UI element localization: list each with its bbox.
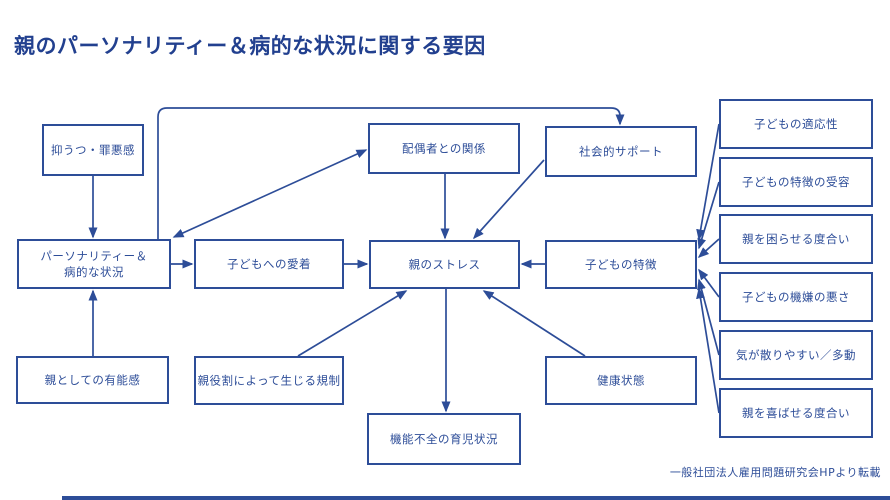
node-box-attachment (194, 239, 344, 289)
node-label-role: 親役割によって生じる規制 (197, 374, 340, 388)
node-label-dysfunction: 機能不全の育児状況 (390, 432, 498, 446)
node-label-health: 健康状態 (597, 374, 645, 388)
node-box-distract (719, 330, 873, 380)
node-distract: 気が散りやすい／多動 (719, 330, 873, 380)
node-label-attachment: 子どもへの愛着 (227, 257, 311, 271)
node-label-troubling: 親を困らせる度合い (742, 232, 850, 246)
edge-personality-social (157, 107, 625, 239)
node-box-social (545, 126, 697, 177)
node-box-childchar (545, 240, 697, 289)
node-box-dysfunction (367, 413, 521, 465)
node-label-adaptability: 子どもの適応性 (754, 117, 838, 131)
node-personality: パーソナリティー＆病的な状況 (17, 239, 171, 289)
page-title: 親のパーソナリティー＆病的な状況に関する要因 (14, 34, 486, 58)
bottom-bar (62, 496, 890, 500)
node-label-pleasing: 親を喜ばせる度合い (742, 406, 850, 420)
node-childchar: 子どもの特徴 (545, 240, 697, 289)
node-box-role (194, 356, 344, 405)
node-spouse: 配偶者との関係 (368, 123, 520, 174)
edge-role-stress (297, 290, 408, 357)
node-box-depression (42, 124, 144, 176)
node-box-personality (17, 239, 171, 289)
node-box-troubling (719, 214, 873, 264)
edge-personality-spouse (172, 149, 368, 238)
node-label-acceptance: 子どもの特徴の受容 (742, 175, 850, 189)
node-box-pleasing (719, 388, 873, 438)
node-label-childchar: 子どもの特徴 (585, 258, 657, 272)
node-label-moodiness: 子どもの機嫌の悪さ (742, 290, 850, 304)
node-dysfunction: 機能不全の育児状況 (367, 413, 521, 465)
node-stress: 親のストレス (369, 240, 520, 289)
node-troubling: 親を困らせる度合い (719, 214, 873, 264)
edge-health-stress (482, 290, 586, 357)
node-box-moodiness (719, 272, 873, 322)
node-moodiness: 子どもの機嫌の悪さ (719, 272, 873, 322)
node-box-competence (16, 356, 169, 404)
node-social: 社会的サポート (545, 126, 697, 177)
node-attachment: 子どもへの愛着 (194, 239, 344, 289)
edge-distract-childchar (697, 278, 720, 356)
edge-troubling-childchar (697, 238, 720, 259)
node-label-personality: パーソナリティー＆病的な状況 (40, 249, 147, 279)
node-label-stress: 親のストレス (409, 258, 481, 272)
node-adaptability: 子どもの適応性 (719, 99, 873, 149)
edge-pleasing-childchar (696, 287, 720, 414)
node-box-acceptance (719, 157, 873, 207)
edge-acceptance-childchar (697, 181, 720, 250)
node-pleasing: 親を喜ばせる度合い (719, 388, 873, 438)
node-acceptance: 子どもの特徴の受容 (719, 157, 873, 207)
node-label-spouse: 配偶者との関係 (402, 142, 486, 156)
node-competence: 親としての有能感 (16, 356, 169, 404)
node-label-competence: 親としての有能感 (45, 373, 141, 387)
source-note: 一般社団法人雇用問題研究会HPより転載 (669, 466, 881, 479)
node-health: 健康状態 (545, 356, 697, 405)
node-label-social: 社会的サポート (579, 145, 663, 159)
node-box-health (545, 356, 697, 405)
edge-moodiness-childchar (698, 268, 720, 298)
node-label-distract: 気が散りやすい／多動 (736, 348, 856, 362)
node-box-stress (369, 240, 520, 289)
edge-adaptability-childchar (696, 123, 720, 241)
node-role: 親役割によって生じる規制 (194, 356, 344, 405)
edge-social-stress (472, 159, 545, 240)
node-label-depression: 抑うつ・罪悪感 (51, 143, 135, 157)
node-depression: 抑うつ・罪悪感 (42, 124, 144, 176)
node-box-spouse (368, 123, 520, 174)
node-box-adaptability (719, 99, 873, 149)
